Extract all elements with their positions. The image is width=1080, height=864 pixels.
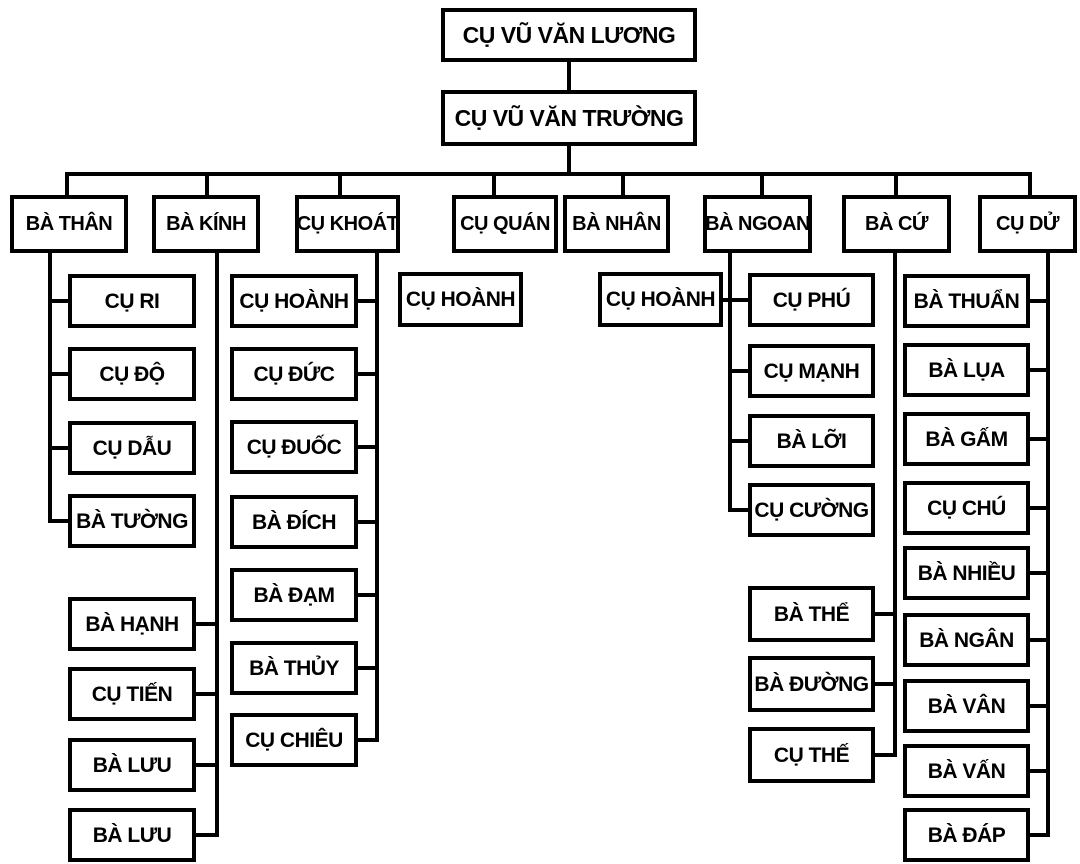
node-cu-du: CỤ DỬ [978, 195, 1077, 253]
node-ba-lua: BÀ LỤA [903, 343, 1030, 397]
connector-stub [723, 298, 732, 302]
node-cu-duc: CỤ ĐỨC [230, 347, 358, 401]
connector-stub [196, 692, 219, 696]
node-ba-loi: BÀ LỠI [748, 414, 875, 468]
node-cu-ri: CỤ RI [68, 274, 196, 328]
node-ba-thuy: BÀ THỦY [230, 641, 358, 695]
connector-stub [875, 753, 897, 757]
connector-rail-ba-than [48, 253, 52, 523]
connector-drop-ba-ngoan [760, 176, 764, 195]
node-cu-quan: CỤ QUÁN [452, 195, 558, 253]
connector-stub [728, 369, 748, 373]
connector-gen1-gen2 [567, 62, 571, 90]
connector-stub [48, 519, 68, 523]
connector-stub [196, 833, 219, 837]
node-ba-dam: BÀ ĐẠM [230, 568, 358, 622]
connector-stub [1030, 638, 1050, 642]
connector-stub [48, 446, 68, 450]
connector-drop-cu-quan [492, 176, 496, 195]
connector-stub [875, 612, 897, 616]
node-ba-gam: BÀ GẤM [903, 412, 1030, 466]
node-cu-chieu: CỤ CHIÊU [230, 713, 358, 767]
connector-stub [1030, 506, 1050, 510]
node-ba-dich: BÀ ĐÍCH [230, 495, 358, 549]
connector-drop-ba-kinh [205, 176, 209, 195]
node-cu-tien: CỤ TIẾN [68, 667, 196, 721]
connector-stub [1030, 299, 1050, 303]
node-ba-nhieu: BÀ NHIỀU [903, 546, 1030, 600]
connector-stub [48, 372, 68, 376]
connector-stub [358, 372, 379, 376]
node-cu-khoat: CỤ KHOÁT [295, 195, 400, 253]
node-cu-manh: CỤ MẠNH [748, 344, 875, 398]
connector-gen2-bus [567, 146, 571, 172]
node-ba-cu: BÀ CỨ [842, 195, 951, 253]
node-cu-vu-van-luong: CỤ VŨ VĂN LƯƠNG [441, 8, 697, 62]
connector-stub [875, 682, 897, 686]
node-ba-van-2: BÀ VẤN [903, 744, 1030, 798]
connector-stub [1030, 437, 1050, 441]
connector-stub [1030, 769, 1050, 773]
node-ba-ngoan: BÀ NGOAN [703, 195, 812, 253]
node-cu-cuong: CỤ CƯỜNG [748, 483, 875, 537]
node-ba-dap: BÀ ĐÁP [903, 808, 1030, 862]
connector-stub [728, 508, 748, 512]
connector-stub [1030, 833, 1050, 837]
node-cu-hoanh-3: CỤ HOÀNH [598, 272, 723, 327]
node-cu-vu-van-truong: CỤ VŨ VĂN TRƯỜNG [441, 90, 697, 146]
connector-rail-ba-ngoan [728, 253, 732, 512]
connector-drop-ba-nhan [621, 176, 625, 195]
node-ba-duong: BÀ ĐƯỜNG [748, 656, 875, 712]
connector-rail-ba-cu [893, 253, 897, 757]
connector-rail-cu-khoat [375, 253, 379, 742]
connector-drop-cu-khoat [338, 176, 342, 195]
node-ba-kinh: BÀ KÍNH [152, 195, 260, 253]
connector-drop-cu-du [1028, 172, 1032, 195]
node-ba-van-1: BÀ VÂN [903, 679, 1030, 733]
node-ba-nhan: BÀ NHÂN [563, 195, 670, 253]
node-cu-duoc: CỤ ĐUỐC [230, 420, 358, 474]
node-ba-thuan: BÀ THUẨN [903, 274, 1030, 328]
connector-stub [358, 593, 379, 597]
node-ba-the: BÀ THỂ [748, 586, 875, 642]
node-ba-ngan: BÀ NGÂN [903, 613, 1030, 667]
connector-stub [1030, 704, 1050, 708]
connector-stub [358, 738, 379, 742]
connector-drop-ba-than [65, 172, 69, 195]
connector-stub [196, 622, 219, 626]
node-cu-phu: CỤ PHÚ [748, 273, 875, 327]
connector-stub [728, 298, 748, 302]
connector-rail-cu-du [1046, 253, 1050, 837]
node-ba-luu-2: BÀ LƯU [68, 808, 196, 862]
connector-bus [65, 172, 1032, 176]
connector-stub [358, 520, 379, 524]
node-ba-tuong: BÀ TƯỜNG [68, 494, 196, 548]
connector-rail-ba-kinh [215, 253, 219, 837]
connector-stub [196, 763, 219, 767]
connector-stub [358, 445, 379, 449]
connector-stub [358, 299, 379, 303]
node-cu-do: CỤ ĐỘ [68, 347, 196, 401]
node-ba-luu-1: BÀ LƯU [68, 738, 196, 792]
node-cu-the: CỤ THẾ [748, 727, 875, 783]
connector-drop-ba-cu [894, 176, 898, 195]
node-cu-chu: CỤ CHÚ [903, 481, 1030, 535]
connector-stub [728, 439, 748, 443]
node-cu-hoanh-2: CỤ HOÀNH [398, 272, 523, 327]
node-cu-hoanh-1: CỤ HOÀNH [230, 274, 358, 328]
connector-stub [1030, 571, 1050, 575]
connector-stub [48, 299, 68, 303]
connector-stub [1030, 368, 1050, 372]
node-ba-hanh: BÀ HẠNH [68, 597, 196, 651]
node-cu-dau: CỤ DẪU [68, 421, 196, 475]
node-ba-than: BÀ THÂN [10, 195, 128, 253]
connector-stub [358, 666, 379, 670]
